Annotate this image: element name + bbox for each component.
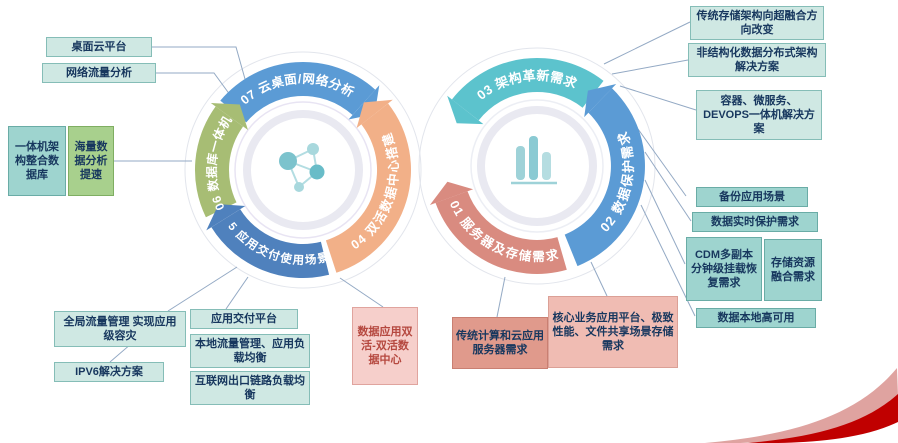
connector-line (496, 276, 506, 318)
left-hub-center (243, 110, 363, 230)
connector-line (339, 277, 384, 308)
segment-02-arc (564, 88, 645, 267)
label-cdm-recovery: CDM多副本分钟级挂载恢复需求 (686, 237, 762, 301)
segment-07-arc (220, 61, 376, 123)
label-traditional-compute-cloud: 传统计算和云应用服务器需求 (452, 317, 548, 369)
label-container-devops-aio: 容器、微服务、DEVOPS一体机解决方案 (696, 90, 822, 140)
connector-line (603, 21, 691, 65)
connector-line (167, 266, 238, 312)
left-outer-ring (184, 51, 422, 289)
segment-01-arc (435, 191, 567, 274)
decorative-rings (184, 47, 656, 289)
segment-05-arrowhead (206, 204, 246, 231)
label-ipv6-solution: IPV6解决方案 (54, 362, 164, 382)
segment-03-arc (451, 57, 604, 121)
connector-line (225, 276, 249, 310)
label-local-traffic-lb: 本地流量管理、应用负载均衡 (190, 334, 310, 368)
network-nodes-icon (279, 143, 325, 192)
right-hub-center (477, 106, 597, 226)
connector-line (611, 59, 689, 75)
label-dual-active-datacenter: 数据应用双活-双活数据中心 (352, 307, 418, 385)
label-storage-to-hci: 传统存储架构向超融合方向改变 (690, 6, 824, 40)
connector-line (644, 151, 692, 222)
right-inner-ring (470, 99, 604, 233)
connector-line (590, 261, 608, 297)
connector-line (644, 179, 686, 265)
label-global-traffic-dr: 全局流量管理 实现应用级容灾 (54, 311, 186, 347)
label-app-delivery-platform: 应用交付平台 (190, 309, 298, 329)
label-unstructured-distributed: 非结构化数据分布式架构解决方案 (688, 43, 826, 77)
left-inner-ring (234, 101, 372, 239)
segment-05-arc (211, 209, 330, 278)
right-outer-ring (418, 47, 656, 285)
swoosh-red-shape (748, 394, 898, 443)
segment-06-arc (194, 106, 244, 218)
connector-line (150, 46, 246, 80)
swoosh-arrow (705, 368, 898, 443)
segment-04-arc (325, 103, 411, 273)
label-storage-fusion: 存储资源融合需求 (764, 239, 822, 301)
left-center-circle (243, 110, 363, 230)
connector-line (619, 85, 697, 111)
connector-line (156, 72, 234, 100)
label-realtime-protection: 数据实时保护需求 (692, 212, 818, 232)
swoosh-pink-shape (705, 368, 898, 443)
label-desktop-cloud-platform: 桌面云平台 (46, 37, 152, 57)
label-internet-egress-lb: 互联网出口链路负载均衡 (190, 371, 310, 405)
segment-04-arrowhead (356, 99, 393, 129)
segment-02-arrowhead (584, 84, 617, 118)
label-mass-data-speedup: 海量数据分析提速 (68, 126, 114, 196)
label-core-business-storage: 核心业务应用平台、极致性能、文件共享场景存储需求 (548, 296, 678, 368)
label-backup-scenario: 备份应用场景 (696, 187, 808, 207)
label-aio-architecture-db: 一体机架构整合数据库 (8, 126, 66, 196)
segment-06-arrowhead (210, 103, 248, 130)
bar-chart-icon (511, 136, 557, 185)
label-network-traffic-analysis: 网络流量分析 (42, 63, 156, 83)
connector-line (637, 128, 687, 197)
segment-03-arrowhead (447, 95, 484, 125)
segment-01-arrowhead (429, 181, 474, 205)
label-local-high-availability: 数据本地高可用 (696, 308, 816, 328)
